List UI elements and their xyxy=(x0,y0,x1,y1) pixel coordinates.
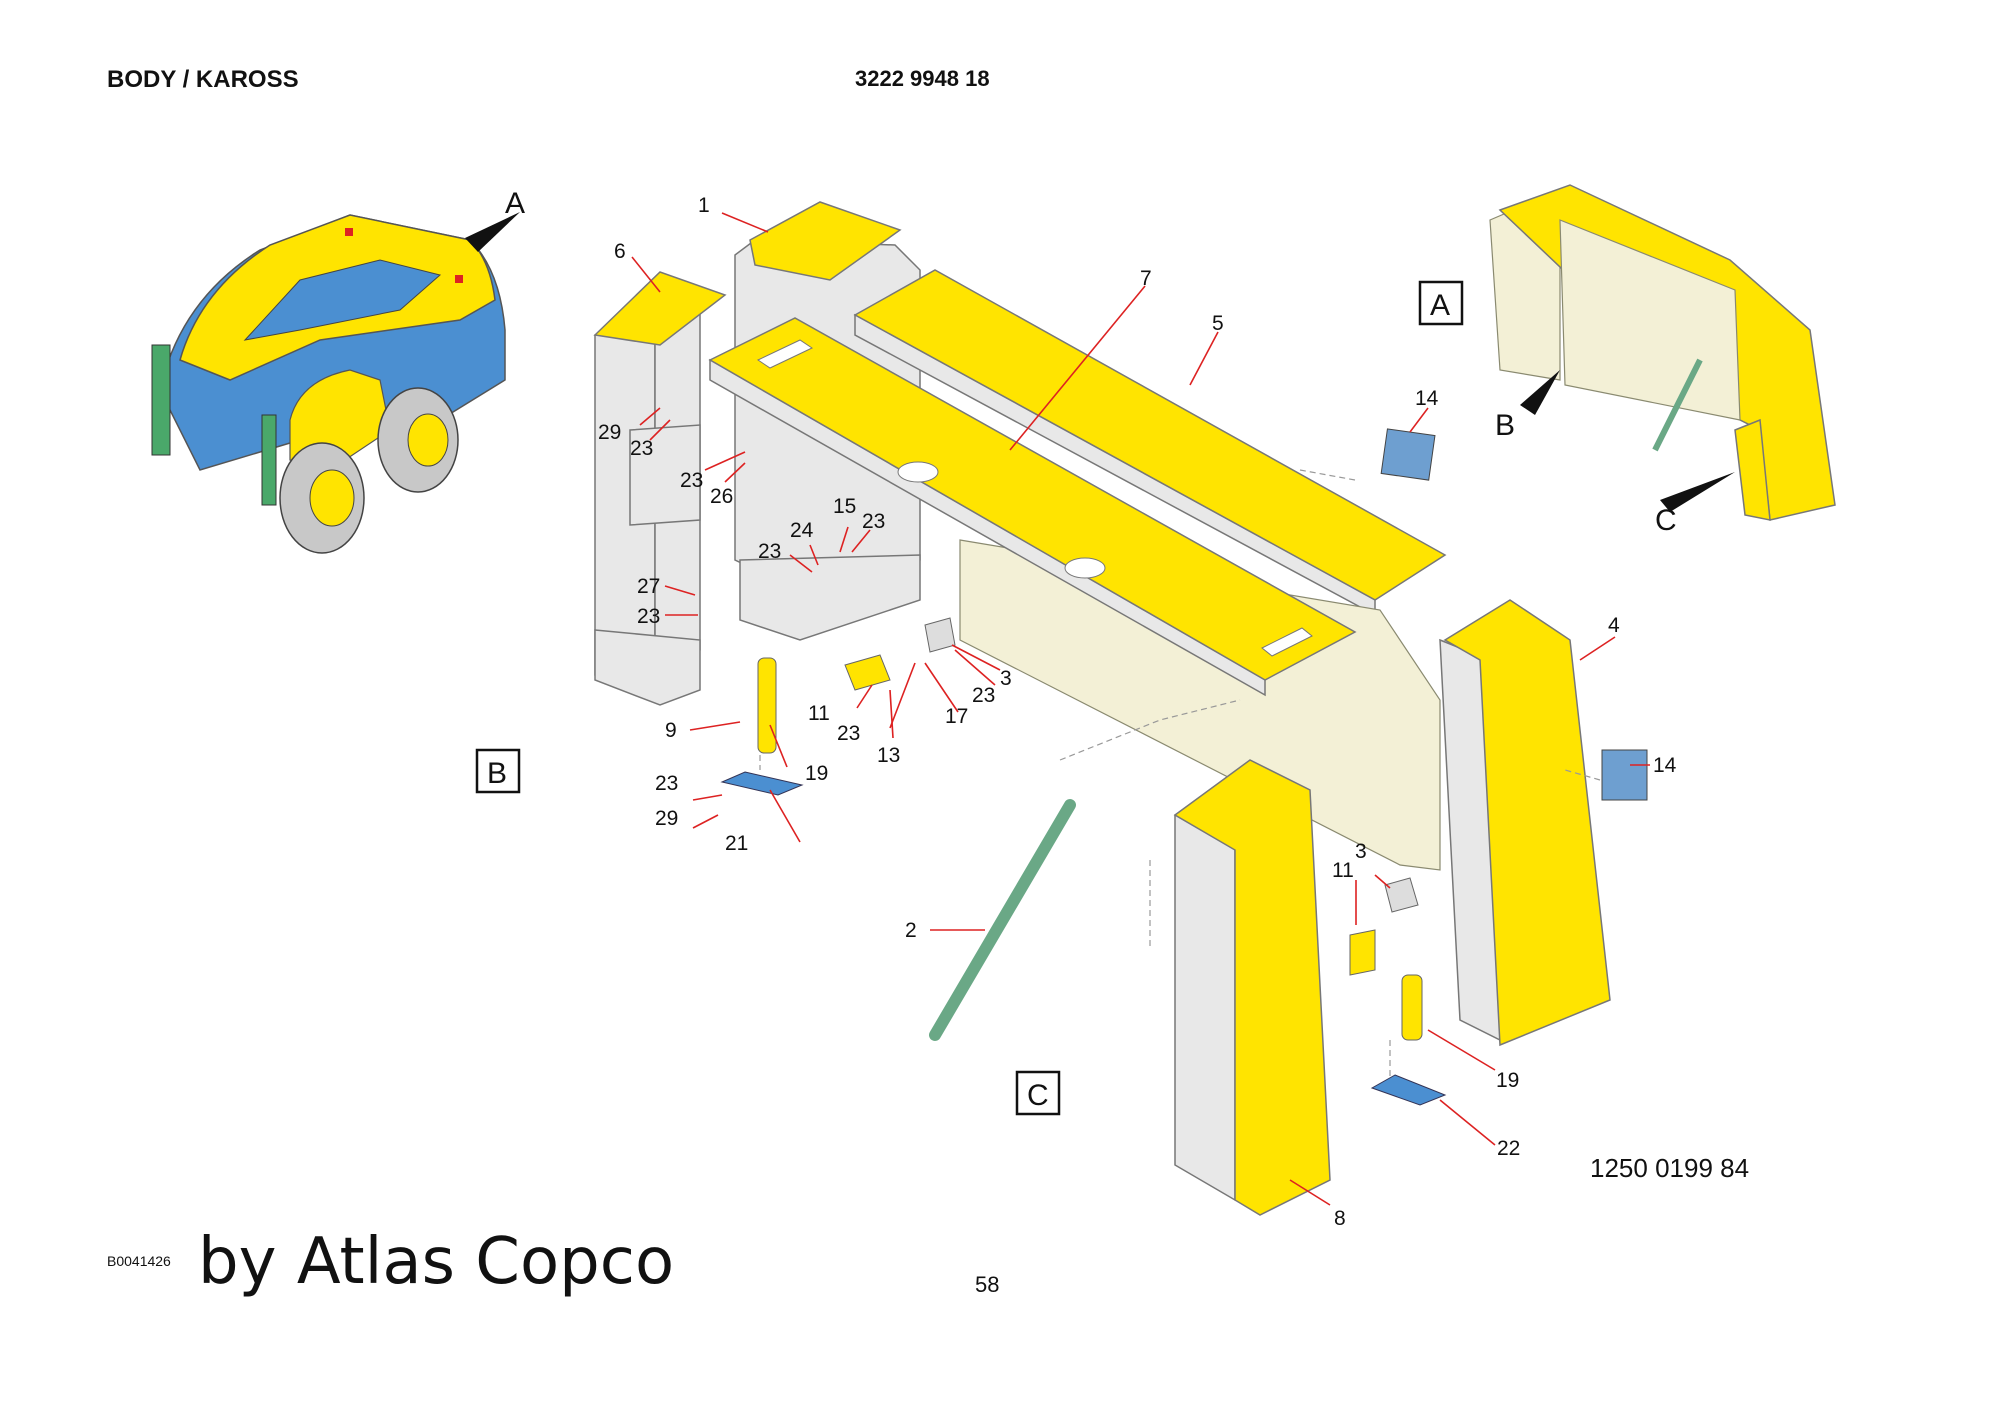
detail-b-arrow xyxy=(1520,370,1560,415)
callout-23-plate: 23 xyxy=(655,772,678,795)
callout-26: 26 xyxy=(710,485,733,508)
left-frame-part-6 xyxy=(593,271,727,706)
callout-4: 4 xyxy=(1608,614,1620,637)
callout-23-latch: 23 xyxy=(972,684,995,707)
callout-27: 27 xyxy=(637,575,660,598)
part-number: 3222 9948 18 xyxy=(855,66,990,91)
detail-box-b xyxy=(475,748,521,794)
callout-23-lower: 23 xyxy=(637,605,660,628)
detail-a-arrow xyxy=(465,212,520,252)
callout-1: 1 xyxy=(698,194,710,217)
bracket-part-11-right xyxy=(1349,929,1376,976)
callout-23-bracket: 23 xyxy=(837,722,860,745)
callout-19-left: 19 xyxy=(805,762,828,785)
callout-3-upper: 3 xyxy=(1000,667,1012,690)
latch-part-3-lower xyxy=(1384,877,1419,913)
callout-11-upper: 11 xyxy=(808,702,830,725)
callout-14-upper: 14 xyxy=(1415,387,1439,410)
plate-part-22 xyxy=(1370,1074,1447,1106)
callout-numbers: 1 6 7 5 29 23 23 26 15 24 23 23 27 23 9 … xyxy=(598,194,1677,1230)
callout-23-upper: 23 xyxy=(630,437,653,460)
callout-17: 17 xyxy=(945,705,968,728)
callout-11-lower: 11 xyxy=(1332,859,1354,882)
callout-21: 21 xyxy=(725,832,748,855)
right-frame-part-4 xyxy=(1439,599,1611,1047)
hinge-part-19-right xyxy=(1401,974,1423,1041)
callout-23-left: 23 xyxy=(758,540,781,563)
callout-29-lower: 29 xyxy=(655,807,678,830)
callout-19-right: 19 xyxy=(1496,1069,1519,1092)
callout-2: 2 xyxy=(905,919,917,942)
callout-24: 24 xyxy=(790,519,814,542)
callout-7: 7 xyxy=(1140,267,1152,290)
callout-15: 15 xyxy=(833,495,856,518)
detail-a-view xyxy=(1489,184,1836,521)
callout-6: 6 xyxy=(614,240,626,263)
callout-3-lower: 3 xyxy=(1355,840,1367,863)
detail-label-a: A xyxy=(1430,289,1450,322)
latch-part-3-upper xyxy=(924,617,956,653)
detail-label-b: B xyxy=(487,757,507,790)
page-title: BODY / KAROSS xyxy=(107,66,299,93)
detail-label-a-overview: A xyxy=(505,187,525,220)
callout-14-lower: 14 xyxy=(1653,754,1677,777)
detail-label-c-view: C xyxy=(1655,504,1677,537)
callout-23-right: 23 xyxy=(862,510,885,533)
top-panel-part-7 xyxy=(708,317,1357,697)
callout-8: 8 xyxy=(1334,1207,1346,1230)
callout-leaders xyxy=(631,212,1650,1206)
machine-overview-illustration xyxy=(151,212,520,554)
detail-label-c: C xyxy=(1027,1079,1049,1112)
page-number: 58 xyxy=(975,1272,1000,1297)
callout-5: 5 xyxy=(1212,312,1224,335)
hinge-part-19-left xyxy=(757,657,777,754)
detail-box-a xyxy=(1418,280,1464,326)
callout-13: 13 xyxy=(877,744,900,767)
callout-29-upper: 29 xyxy=(598,421,621,444)
callout-23-mid: 23 xyxy=(680,469,703,492)
bracket-part-11-left xyxy=(844,654,891,691)
detail-label-b-view: B xyxy=(1495,409,1515,442)
footer-code: B0041426 xyxy=(107,1253,171,1269)
callout-9: 9 xyxy=(665,719,677,742)
drawing-number: 1250 0199 84 xyxy=(1590,1153,1750,1183)
detail-c-arrow xyxy=(1660,472,1735,512)
gas-strut-part-2 xyxy=(929,799,1076,1041)
front-frame-part-8 xyxy=(1173,759,1331,1216)
footer-brand: by Atlas Copco xyxy=(198,1225,675,1299)
callout-22: 22 xyxy=(1497,1137,1520,1160)
plate-part-21 xyxy=(720,771,804,796)
plate-part-14-upper xyxy=(1380,428,1436,481)
plate-part-14-lower xyxy=(1601,749,1648,801)
detail-box-c xyxy=(1015,1070,1061,1116)
